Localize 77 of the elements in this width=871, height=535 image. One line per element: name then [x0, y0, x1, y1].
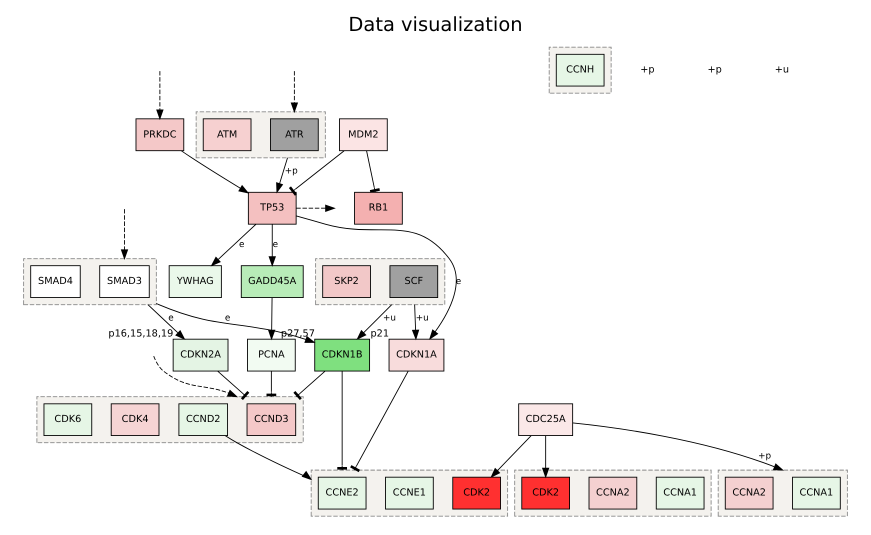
diagram-title: Data visualization	[348, 12, 523, 36]
arrow	[296, 216, 457, 340]
arrow	[156, 70, 164, 120]
arrow	[224, 435, 312, 480]
cluster	[23, 258, 157, 306]
node-box: MDM2	[339, 118, 388, 152]
node-box: CCNA1	[656, 476, 704, 510]
arrow	[120, 208, 128, 260]
edge-label: +p	[284, 166, 298, 177]
label: +p	[640, 64, 655, 76]
edge-label: +u	[382, 314, 396, 324]
edge-label: +u	[416, 314, 429, 324]
edge-label: +p	[758, 452, 772, 462]
node-box: SKP2	[322, 265, 371, 298]
node-box: CDKN2A	[172, 338, 228, 372]
arrow	[356, 304, 392, 340]
connector	[366, 150, 380, 193]
node-box: CCND2	[178, 403, 228, 436]
node-box: CCNA1	[792, 476, 841, 510]
cluster	[315, 258, 446, 306]
node-box: RB1	[354, 192, 403, 225]
arrow	[296, 204, 336, 212]
node-box: SMAD3	[99, 265, 150, 298]
node-box: CDKN1B	[314, 338, 370, 372]
cluster	[514, 470, 712, 517]
connector	[293, 370, 326, 400]
node-box: TP53	[248, 192, 297, 225]
arrow	[210, 224, 256, 267]
edge-label: e	[224, 314, 230, 324]
arrow	[490, 435, 532, 478]
arrow	[290, 70, 298, 114]
connector	[217, 370, 250, 400]
arrow	[153, 356, 238, 398]
node-box: CCNE1	[385, 476, 434, 510]
connector	[288, 150, 344, 196]
arrow	[268, 224, 276, 267]
node-box: GADD45A	[240, 265, 304, 298]
node-box: YWHAG	[168, 265, 222, 298]
cluster	[310, 470, 508, 517]
node-box: CDK4	[110, 403, 160, 436]
node-box: CDC25A	[518, 403, 574, 436]
arrow	[180, 150, 250, 194]
node-box: CDK2	[521, 476, 570, 510]
arrow	[268, 297, 276, 340]
arrow	[542, 435, 550, 478]
node-box: CCNA2	[588, 476, 638, 510]
node-box: ATR	[270, 118, 319, 152]
cluster	[36, 396, 304, 444]
label: +u	[774, 64, 790, 76]
cluster	[196, 111, 326, 158]
node-box: PRKDC	[136, 118, 184, 152]
node-box: ATM	[202, 118, 252, 152]
arrow	[156, 303, 316, 343]
node-box: CDK2	[452, 476, 501, 510]
node-box: CDKN1A	[388, 338, 444, 372]
cluster	[548, 46, 612, 94]
edge-label: e	[168, 314, 174, 324]
node-box: CDK6	[44, 403, 92, 436]
node-box: CCNH	[556, 54, 604, 87]
arrow	[276, 157, 288, 194]
node-label: p21	[370, 328, 390, 340]
node-box: CCNA2	[724, 476, 774, 510]
node-box: SMAD4	[30, 265, 81, 298]
connector	[350, 370, 409, 472]
edge-label: e	[239, 240, 244, 250]
arrow	[148, 304, 186, 340]
node-box: CCNE2	[318, 476, 366, 510]
cluster	[718, 470, 848, 517]
arrow	[412, 304, 420, 340]
node-box: SCF	[389, 265, 438, 298]
edge-label: e	[272, 240, 278, 250]
arrow	[572, 422, 784, 471]
edge-label: e	[456, 276, 462, 287]
node-box: PCNA	[247, 338, 296, 372]
node-box: CCND3	[246, 403, 296, 436]
node-label: p16,15,18,19	[108, 328, 174, 340]
label: +p	[708, 64, 722, 76]
